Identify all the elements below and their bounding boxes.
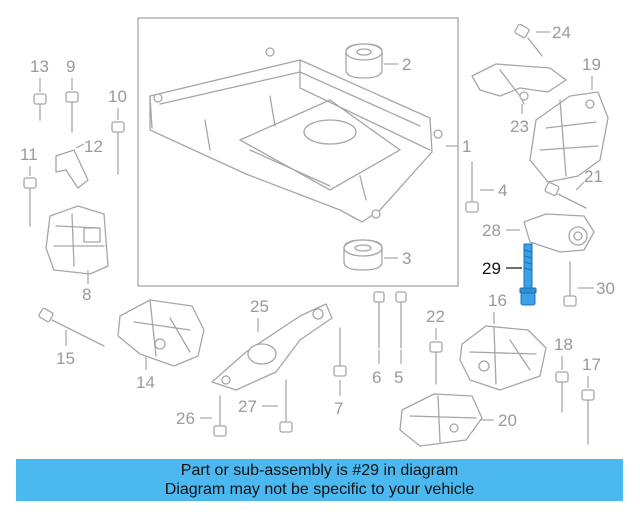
leader-12	[75, 143, 85, 149]
part-16-mount[interactable]	[459, 325, 547, 391]
part-18-bolt[interactable]	[555, 371, 569, 413]
part-9-bolt[interactable]	[65, 91, 79, 133]
callout-27: 27	[238, 397, 257, 416]
callout-2: 2	[402, 55, 411, 74]
callout-8: 8	[82, 285, 91, 304]
callout-1: 1	[462, 137, 471, 156]
subframe-frame	[137, 17, 459, 287]
callout-20: 20	[498, 411, 517, 430]
part-29-bolt-highlighted[interactable]	[519, 243, 537, 306]
part-6-bolt[interactable]	[373, 291, 385, 349]
callout-12: 12	[84, 137, 103, 156]
callout-10: 10	[108, 87, 127, 106]
callout-28: 28	[482, 221, 501, 240]
callout-29: 29	[482, 259, 501, 278]
part-26-bolt[interactable]	[213, 395, 227, 437]
info-banner: Part or sub-assembly is #29 in diagram D…	[16, 459, 623, 501]
part-25-torque-arm[interactable]	[211, 303, 333, 391]
callout-9: 9	[66, 57, 75, 76]
callout-14: 14	[136, 373, 155, 392]
part-4-bolt[interactable]	[465, 161, 479, 213]
callout-3: 3	[402, 249, 411, 268]
callout-23: 23	[510, 117, 529, 136]
banner-line-2: Diagram may not be specific to your vehi…	[164, 481, 475, 498]
part-2-bushing[interactable]	[345, 43, 383, 79]
part-5-bolt[interactable]	[395, 291, 407, 349]
callout-18: 18	[554, 335, 573, 354]
callout-16: 16	[488, 291, 507, 310]
part-24-bolt[interactable]	[514, 23, 543, 57]
part-15-long-bolt[interactable]	[38, 307, 105, 347]
callout-11: 11	[20, 145, 38, 164]
part-8-engine-mount[interactable]	[45, 205, 109, 275]
part-20-mount[interactable]	[399, 393, 483, 447]
callout-22: 22	[426, 307, 445, 326]
callout-24: 24	[552, 23, 571, 42]
part-23-bracket[interactable]	[471, 63, 567, 105]
callout-21: 21	[584, 167, 603, 186]
parts-diagram: 1 2 3 4 6 5 7	[20, 17, 615, 447]
part-10-bolt[interactable]	[111, 121, 125, 175]
callout-4: 4	[498, 181, 507, 200]
banner-line-1: Part or sub-assembly is #29 in diagram	[180, 462, 459, 479]
part-14-trans-mount[interactable]	[117, 299, 205, 367]
callout-15: 15	[56, 349, 75, 368]
callout-5: 5	[394, 368, 403, 387]
part-7-bolt[interactable]	[333, 327, 347, 377]
part-12-bracket[interactable]	[55, 149, 89, 189]
part-28-bushing-bracket[interactable]	[523, 213, 595, 253]
part-22-bolt[interactable]	[429, 341, 443, 385]
part-13-bolt[interactable]	[33, 93, 47, 121]
part-11-bolt[interactable]	[23, 177, 37, 227]
callout-13: 13	[30, 57, 49, 76]
part-21-bolt[interactable]	[544, 181, 587, 209]
part-27-bolt[interactable]	[279, 379, 293, 433]
part-3-bushing[interactable]	[343, 239, 383, 271]
callout-30: 30	[596, 279, 615, 298]
callout-6: 6	[372, 368, 381, 387]
callout-19: 19	[582, 55, 601, 74]
leader-21	[575, 181, 585, 191]
callout-26: 26	[176, 409, 195, 428]
part-1-subframe[interactable]	[149, 47, 443, 223]
part-17-bolt[interactable]	[581, 389, 595, 445]
callout-17: 17	[582, 355, 601, 374]
part-30-bolt[interactable]	[563, 261, 577, 307]
callout-25: 25	[250, 297, 269, 316]
part-19-bracket[interactable]	[529, 91, 609, 183]
callout-7: 7	[334, 399, 343, 418]
